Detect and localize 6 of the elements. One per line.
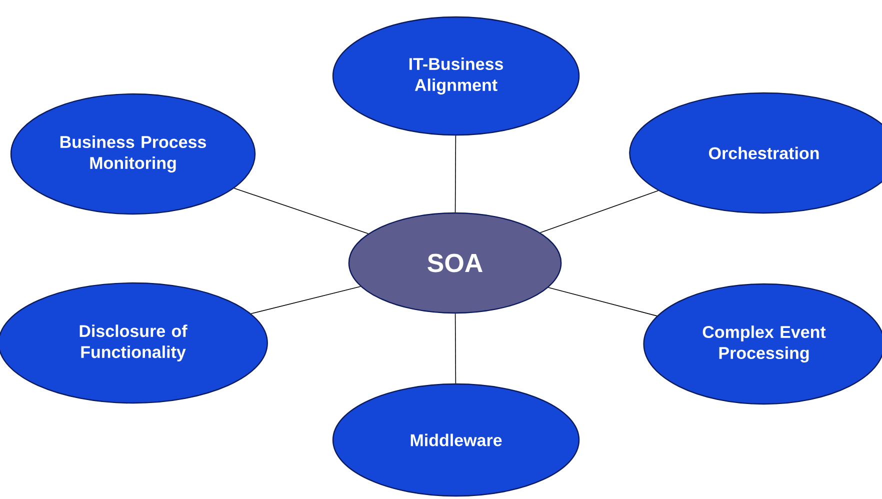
connector-line (454, 135, 456, 213)
connector-line (234, 188, 369, 234)
connector-line (454, 313, 456, 384)
connector-line (250, 286, 361, 314)
connector-line (540, 190, 659, 234)
connector-line (548, 287, 658, 316)
